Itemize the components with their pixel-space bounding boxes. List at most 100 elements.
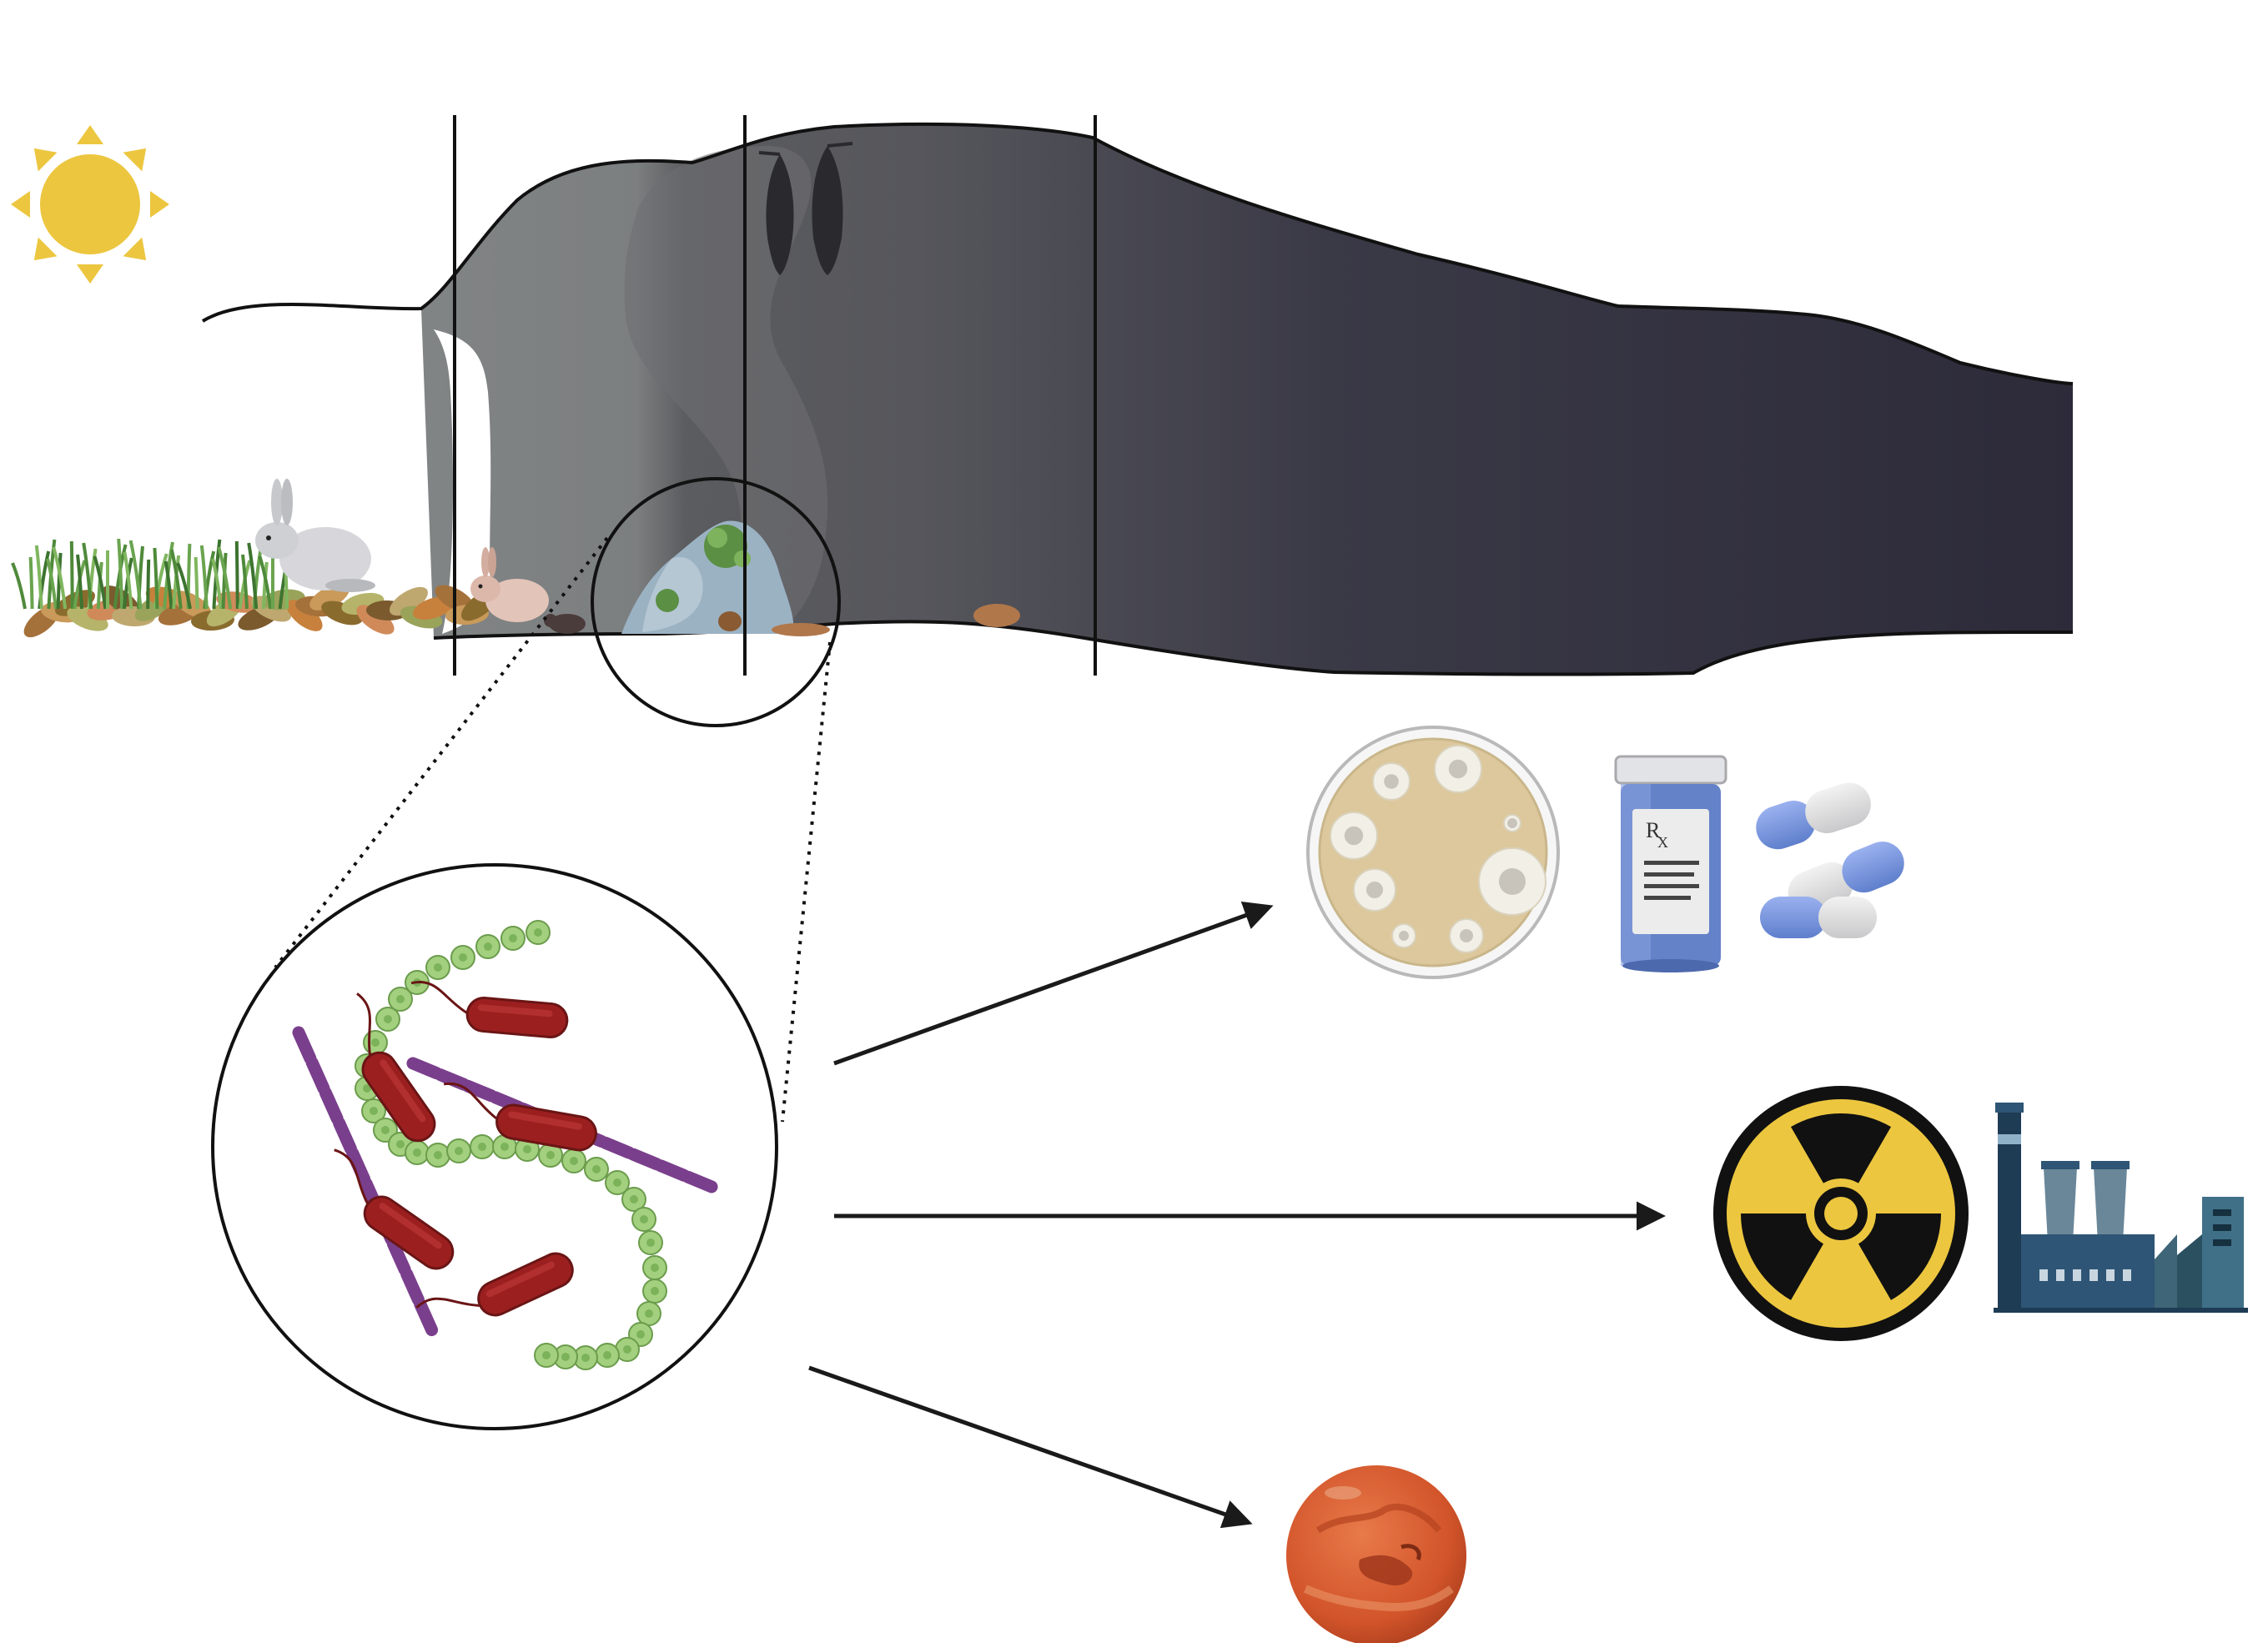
radiation-blade [1741,1213,1823,1300]
arrow-to-mars [808,1365,1253,1529]
petri-dish-icon [1306,726,1560,979]
prescription-bottle-icon: R X [1614,755,1727,972]
grass-blade [117,538,124,610]
grass-blade [69,540,74,610]
cyanobacteria-cell [388,987,413,1012]
grass-blade [241,554,249,610]
grass-blade [163,560,173,610]
grass-blade [128,540,143,610]
filament-segment [333,1117,357,1155]
grass-blade [217,546,233,610]
cyanobacteria-cell [425,1143,450,1168]
grass-blade [123,551,133,610]
sun-ray [123,237,147,261]
cyanobacteria-cell [405,1140,430,1165]
cyanobacteria-cell [538,1143,563,1168]
cyanobacteria-cell [526,920,551,945]
bat-icon [812,142,853,275]
rx-label-r: R [1646,818,1661,842]
zoom-connector-left [274,536,609,969]
factory-icon [1994,1103,2248,1313]
sun-ray [33,148,58,172]
sun-ray [150,191,169,218]
grass-blade [153,547,159,610]
grass-blade [52,546,68,610]
capsule-icon [1756,782,1871,850]
zoom-source-circle [591,477,841,727]
filament-segment [305,1056,330,1095]
bacterial-colony [1330,811,1378,860]
filament-segment [654,1159,691,1182]
cyanobacteria-cell [361,1098,386,1123]
filament-segment [386,1237,411,1276]
cyanobacteria-cell [534,1343,559,1368]
filament-segment [599,1136,636,1159]
cyanobacteria-cell [375,1007,400,1032]
bacillus-cell [443,1082,597,1152]
bacterial-colony [1434,745,1482,793]
filament-segment [319,1086,344,1125]
guano-icon [718,604,1020,636]
leaf [286,600,323,631]
cyanobacteria-cell [450,945,475,970]
entrance-light [434,329,491,634]
filament-segment [414,1298,439,1337]
cyanobacteria-cell [605,1170,630,1195]
grass-blade [247,542,259,610]
cyanobacteria-cell [638,1230,663,1255]
grass-blade [11,562,27,610]
sun-ray [77,264,103,284]
grass [11,538,293,610]
grass-blade [82,542,93,610]
cyanobacteria-cell [425,955,450,980]
grass-blade [176,562,192,610]
grass-blade [194,556,199,610]
filament-segment [681,1170,718,1193]
sun-ray [33,237,58,261]
leaf [356,605,395,635]
sun-icon [11,125,169,284]
filament-segment [346,1147,371,1186]
rabbit-icon [255,479,375,592]
grass-blade [258,555,273,610]
cyanobacteria-cell [595,1343,620,1368]
bacillus-cell [410,981,569,1038]
grass-blade [76,554,83,610]
bacillus-cell [356,992,436,1143]
cyanobacteria-cell [642,1255,667,1280]
zone-dividers [453,115,1097,676]
zoom-connector-right [781,641,832,1123]
microbe-zoom [211,863,778,1430]
radiation-icon [1713,1086,1969,1341]
bacillus-cell [334,1148,455,1270]
bacterial-colony [1391,923,1416,948]
grass-blade [199,545,209,610]
grass-blade [28,556,34,610]
sun-ray [11,191,30,218]
rock-biofilm [621,520,794,634]
sun-ray [123,148,147,172]
rabbit-icon [470,547,549,622]
bacterial-colony [1449,918,1484,953]
radiation-blade [1791,1113,1891,1183]
cyanobacteria-cell [470,1134,495,1159]
cyanobacteria-cell [500,926,526,951]
grass-blade [34,545,43,610]
filament-segment [461,1079,498,1103]
cyanobacteria-cell [475,934,500,959]
bacillus-cell [415,1252,574,1317]
leaf [390,586,428,616]
rx-label-x: X [1657,834,1668,851]
cyanobacteria-cell [621,1187,646,1212]
cyanobacteria-cell [561,1148,586,1173]
cyanobacteria-cell [363,1030,388,1055]
bacterial-colony [1503,814,1521,832]
sun-ray [77,125,103,144]
grass-blade [93,555,108,610]
grass-blade [169,549,183,610]
radiation-blade [1858,1213,1941,1300]
filament-segment [400,1268,425,1306]
filament-segment [292,1026,317,1065]
arrow-to-medicine [833,902,1274,1066]
cave-outline-top [201,122,2074,385]
